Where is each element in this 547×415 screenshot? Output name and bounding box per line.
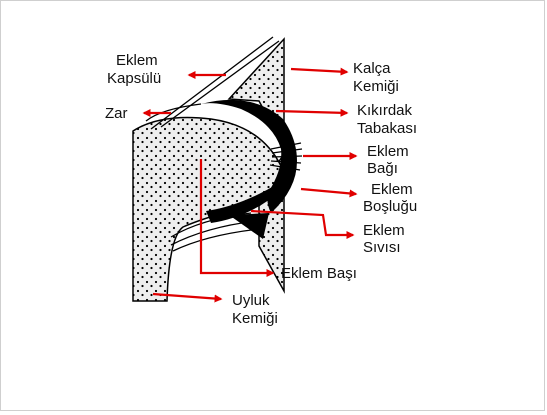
arrow-hip-bone <box>291 69 347 72</box>
label-ligament-line2: Bağı <box>367 160 398 177</box>
label-membrane: Zar <box>105 105 128 122</box>
label-head: Eklem Başı <box>281 265 357 282</box>
label-capsule-line1: Eklem <box>116 52 158 69</box>
label-hip-bone-line2: Kemiği <box>353 78 399 95</box>
label-cavity-line1: Eklem <box>371 181 413 198</box>
label-femur-line2: Kemiği <box>232 310 278 327</box>
joint-fluid <box>229 213 269 239</box>
arrow-cartilage <box>276 111 347 113</box>
arrow-cavity <box>301 189 356 194</box>
label-cartilage-line1: Kıkırdak <box>357 102 413 119</box>
label-cavity-line2: Boşluğu <box>363 198 417 215</box>
label-fluid-line1: Eklem <box>363 222 405 239</box>
label-femur-line1: Uyluk <box>232 292 270 309</box>
label-fluid-line2: Sıvısı <box>363 239 401 256</box>
label-hip-bone-line1: Kalça <box>353 60 391 77</box>
label-cartilage-line2: Tabakası <box>357 120 417 137</box>
label-ligament-line1: Eklem <box>367 143 409 160</box>
label-capsule-line2: Kapsülü <box>107 70 161 87</box>
